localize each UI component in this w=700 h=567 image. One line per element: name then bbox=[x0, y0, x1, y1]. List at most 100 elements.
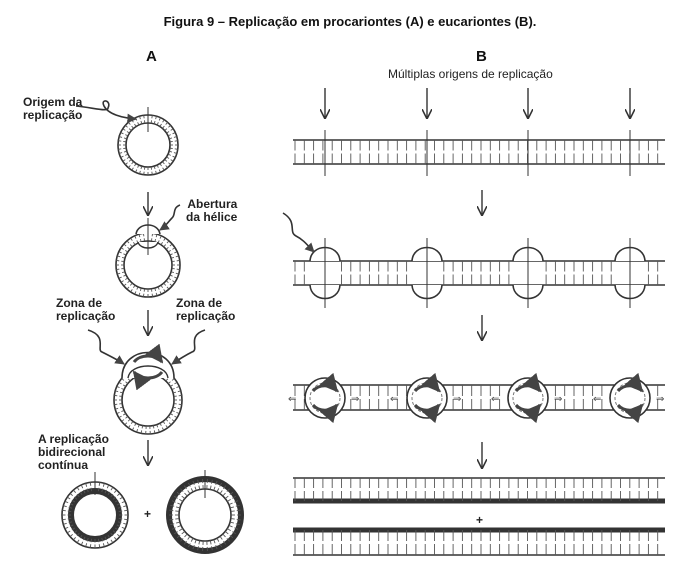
base-pair-tick bbox=[162, 161, 165, 165]
base-pair-tick bbox=[79, 534, 83, 539]
base-pair-tick bbox=[197, 546, 199, 551]
fork-arrow-icon bbox=[311, 372, 339, 393]
base-pair-tick bbox=[172, 280, 176, 283]
base-pair-tick bbox=[175, 510, 180, 512]
base-pair-tick bbox=[129, 244, 133, 248]
base-pair-tick bbox=[121, 271, 126, 274]
base-pair-tick bbox=[76, 539, 80, 544]
base-pair-tick bbox=[168, 162, 171, 165]
base-pair-tick bbox=[155, 116, 157, 120]
panel-b-label: B bbox=[476, 48, 487, 65]
base-pair-tick bbox=[131, 125, 134, 129]
base-pair-tick bbox=[64, 526, 69, 530]
label-zone-right-line2: replicação bbox=[176, 309, 236, 323]
base-pair-tick bbox=[159, 422, 162, 426]
base-pair-tick bbox=[69, 533, 74, 537]
base-pair-tick bbox=[129, 282, 133, 286]
base-pair-tick bbox=[198, 485, 201, 490]
base-pair-tick bbox=[156, 164, 159, 168]
base-pair-tick bbox=[165, 280, 169, 284]
base-pair-tick bbox=[226, 499, 231, 502]
base-pair-tick bbox=[113, 536, 117, 541]
base-pair-tick bbox=[117, 255, 121, 258]
base-pair-tick bbox=[79, 491, 83, 496]
base-pair-tick bbox=[169, 243, 173, 247]
base-pair-tick bbox=[106, 484, 110, 489]
base-pair-tick bbox=[168, 150, 173, 153]
base-pair-tick bbox=[163, 289, 166, 293]
base-pair-tick bbox=[134, 123, 137, 127]
base-pair-tick bbox=[172, 155, 176, 158]
base-pair-tick bbox=[168, 137, 173, 140]
base-pair-tick bbox=[198, 540, 201, 545]
base-pair-tick bbox=[126, 131, 130, 134]
base-pair-tick bbox=[119, 152, 123, 154]
bubble-outline bbox=[609, 377, 651, 419]
panel-a-label: A bbox=[146, 48, 157, 65]
base-pair-tick bbox=[190, 488, 194, 493]
base-pair-tick bbox=[183, 540, 187, 545]
base-pair-tick bbox=[110, 532, 114, 537]
base-pair-tick bbox=[73, 489, 77, 494]
base-pair-tick bbox=[125, 250, 129, 253]
base-pair-tick bbox=[169, 274, 173, 277]
base-pair-tick bbox=[211, 479, 213, 484]
base-pair-tick bbox=[119, 136, 123, 138]
replication-bubble bbox=[614, 238, 646, 308]
base-pair-tick bbox=[130, 237, 133, 241]
base-pair-tick bbox=[177, 407, 181, 410]
base-pair-tick bbox=[153, 165, 156, 170]
base-pair-tick bbox=[141, 425, 144, 429]
base-pair-tick bbox=[128, 128, 132, 131]
base-pair-tick bbox=[114, 499, 119, 503]
base-pair-tick bbox=[167, 153, 171, 156]
base-pair-tick bbox=[134, 163, 137, 167]
base-pair-tick bbox=[130, 289, 133, 293]
fork-arrow-icon bbox=[132, 370, 164, 391]
base-pair-tick bbox=[170, 256, 175, 259]
base-pair-tick bbox=[139, 116, 141, 120]
base-pair-tick bbox=[123, 274, 127, 277]
base-pair-tick bbox=[120, 132, 124, 135]
base-pair-tick bbox=[104, 489, 107, 494]
base-pair-tick bbox=[120, 155, 124, 158]
base-pair-tick bbox=[69, 493, 74, 497]
base-pair-tick bbox=[106, 541, 110, 546]
base-pair-tick bbox=[131, 161, 134, 165]
replication-bubble-inner bbox=[127, 365, 169, 379]
base-pair-tick bbox=[230, 518, 235, 520]
base-pair-tick bbox=[165, 246, 169, 250]
base-pair-tick bbox=[110, 493, 114, 498]
base-pair-tick bbox=[71, 499, 76, 503]
base-pair-tick bbox=[134, 422, 137, 426]
base-pair-tick bbox=[121, 500, 126, 504]
base-pair-tick bbox=[134, 235, 137, 239]
base-pair-tick bbox=[68, 506, 73, 509]
base-pair-tick bbox=[236, 518, 241, 521]
fork-arrow-icon bbox=[514, 372, 542, 393]
base-pair-tick bbox=[165, 425, 168, 429]
base-pair-tick bbox=[134, 291, 137, 295]
base-pair-tick bbox=[228, 524, 233, 528]
replication-fork-bubble: ⇐⇒ bbox=[390, 372, 461, 424]
base-pair-tick bbox=[140, 165, 143, 170]
base-pair-tick bbox=[123, 243, 127, 247]
base-pair-tick bbox=[123, 522, 127, 525]
base-pair-tick bbox=[126, 156, 130, 159]
base-pair-tick bbox=[119, 391, 124, 394]
base-pair-tick bbox=[162, 420, 166, 424]
base-pair-tick bbox=[136, 429, 139, 433]
base-pair-tick bbox=[164, 128, 168, 131]
base-pair-tick bbox=[169, 509, 174, 512]
base-pair-tick bbox=[85, 483, 88, 487]
base-pair-tick bbox=[223, 540, 227, 545]
base-pair-tick bbox=[116, 533, 121, 537]
right-direction-arrow-icon: ⇒ bbox=[351, 394, 359, 405]
base-pair-tick bbox=[158, 117, 161, 121]
base-pair-tick bbox=[171, 419, 175, 422]
base-pair-tick bbox=[159, 235, 162, 239]
base-pair-tick bbox=[160, 242, 163, 246]
base-pair-tick bbox=[102, 543, 105, 547]
base-pair-tick bbox=[116, 386, 120, 389]
base-pair-tick bbox=[121, 419, 125, 422]
